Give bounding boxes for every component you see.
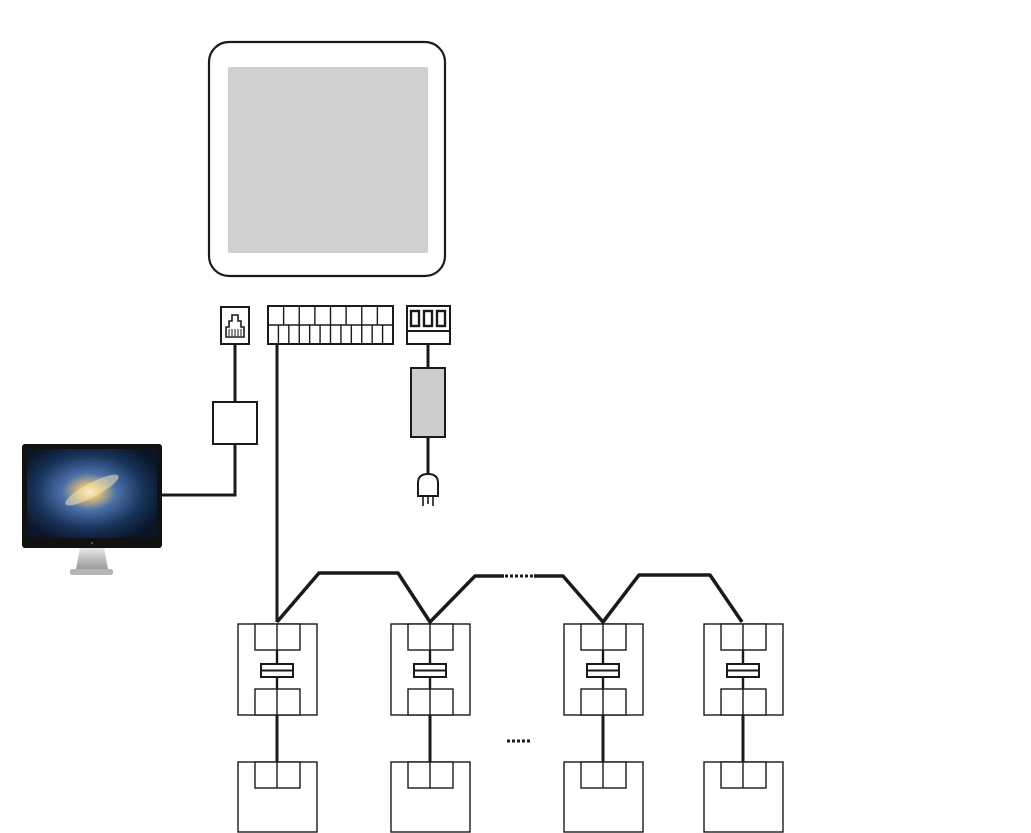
bus-device xyxy=(391,624,470,832)
bus-device xyxy=(238,624,317,832)
monitor-stand xyxy=(76,548,108,569)
ethernet-cable-to-computer xyxy=(160,444,235,495)
touch-panel-screen xyxy=(228,67,428,253)
ethernet-port-icon xyxy=(221,307,249,344)
bus-devices xyxy=(238,624,783,832)
bus-segment-right xyxy=(534,575,742,622)
power-supply-chain xyxy=(411,344,445,506)
terminal-block-connector xyxy=(268,306,393,344)
monitor-foot xyxy=(70,569,113,575)
network-link xyxy=(160,344,257,495)
touch-panel xyxy=(209,42,445,276)
daisy-chain-bus xyxy=(277,573,742,622)
power-plug-icon xyxy=(418,474,438,506)
power-connector-icon xyxy=(407,306,450,344)
network-adapter-box xyxy=(213,402,257,444)
bus-device xyxy=(704,624,783,832)
desktop-monitor xyxy=(22,444,162,575)
power-adapter-brick xyxy=(411,368,445,437)
bus-segment-left xyxy=(277,573,504,622)
bus-device xyxy=(564,624,643,832)
